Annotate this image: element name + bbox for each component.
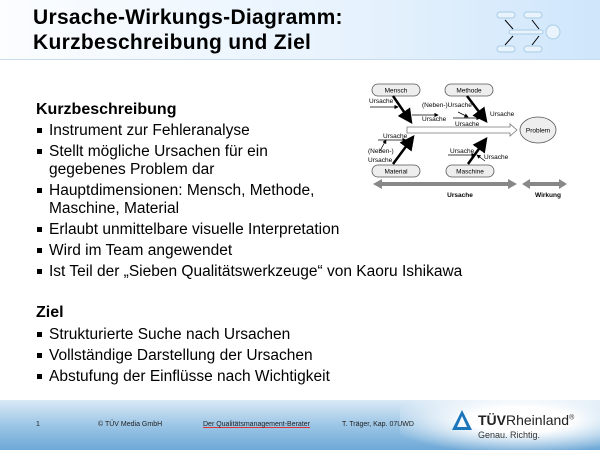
list-item: Ist Teil der „Sieben Qualitätswerkzeuge“… <box>36 263 516 281</box>
list-item: Strukturierte Suche nach Ursachen <box>36 326 330 344</box>
ziel-list: Strukturierte Suche nach Ursachen Vollst… <box>36 326 330 389</box>
list-item: Stellt mögliche Ursachen für ein gegeben… <box>36 143 306 179</box>
category-methode: Methode <box>456 88 482 95</box>
fishbone-diagram: Mensch Methode Material Maschine Problem… <box>368 83 567 199</box>
title-line-1: Ursache-Wirkungs-Diagramm: <box>33 6 343 29</box>
cause-label: Ursache <box>368 157 393 164</box>
cause-label: Ursache <box>450 148 475 155</box>
list-item: Wird im Team angewendet <box>36 242 396 260</box>
section-heading-ziel: Ziel <box>36 304 64 321</box>
category-material: Material <box>384 169 408 176</box>
list-item: Vollständige Darstellung der Ursachen <box>36 347 330 365</box>
list-item: Hauptdimensionen: Mensch, Methode, Masch… <box>36 182 336 218</box>
fishbone-icon <box>496 11 561 53</box>
slide-title: Ursache-Wirkungs-Diagramm: Kurzbeschreib… <box>33 5 343 55</box>
cause-label: Ursache <box>484 154 509 161</box>
author-chapter: T. Träger, Kap. 07UWD <box>342 421 414 428</box>
list-item: Instrument zur Fehleranalyse <box>36 122 306 140</box>
brand-name: TÜVRheinland® <box>478 412 574 428</box>
axis-effect-label: Wirkung <box>535 192 561 199</box>
list-item: Erlaubt unmittelbare visuelle Interpreta… <box>36 221 396 239</box>
brand-bold: TÜV <box>478 412 506 428</box>
category-maschine: Maschine <box>456 169 484 176</box>
list-item: Abstufung der Einflüsse nach Wichtigkeit <box>36 368 330 386</box>
brand-rest: Rheinland <box>506 412 570 428</box>
sub-cause-label: (Neben-)Ursache <box>422 102 472 109</box>
page-number: 1 <box>36 421 40 428</box>
axis-cause-label: Ursache <box>447 192 473 199</box>
title-line-2: Kurzbeschreibung und Ziel <box>33 31 312 54</box>
brand-slogan: Genau. Richtig. <box>478 430 541 440</box>
cause-label: Ursache <box>455 121 480 128</box>
problem-label: Problem <box>526 128 550 135</box>
registered-mark: ® <box>569 414 575 422</box>
category-mensch: Mensch <box>385 88 408 95</box>
section-heading-kurzbeschreibung: Kurzbeschreibung <box>36 101 177 118</box>
cause-label: Ursache <box>369 98 394 105</box>
publication: Der Qualitätsmanagement-Berater <box>203 421 310 428</box>
cause-label: Ursache <box>422 116 447 123</box>
sub-cause-label: (Neben-) <box>368 148 394 155</box>
slide-footer <box>0 400 600 450</box>
copyright: © TÜV Media GmbH <box>98 421 163 428</box>
cause-label: Ursache <box>383 133 408 140</box>
slide-header: Ursache-Wirkungs-Diagramm: Kurzbeschreib… <box>0 0 600 60</box>
cause-label: Ursache <box>490 111 515 118</box>
kurzbeschreibung-list: Instrument zur Fehleranalyse Stellt mögl… <box>36 122 516 284</box>
tuv-triangle-logo <box>452 410 472 430</box>
